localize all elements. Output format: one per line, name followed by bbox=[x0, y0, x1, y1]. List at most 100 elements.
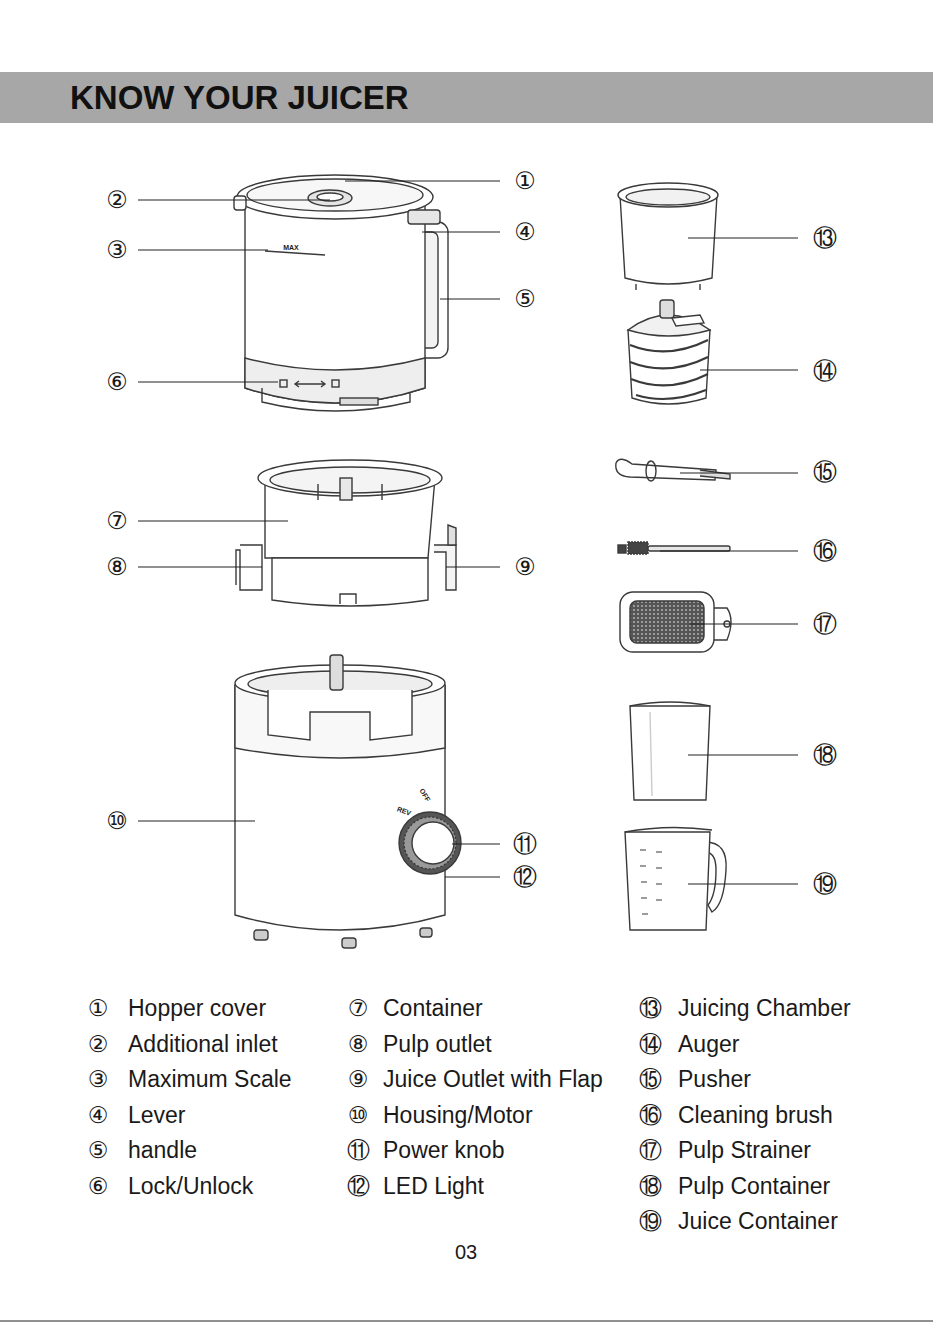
leader-line bbox=[690, 623, 798, 624]
container-assembly bbox=[236, 460, 456, 606]
page-number: 03 bbox=[455, 1242, 477, 1262]
leader-line bbox=[680, 472, 798, 473]
cover-inner bbox=[247, 179, 423, 211]
callout-number: ⑤ bbox=[514, 287, 536, 311]
container-center-post bbox=[340, 478, 352, 500]
pulp-container-edge bbox=[650, 712, 652, 796]
brush-bristles bbox=[628, 542, 648, 554]
part-name: Juicing Chamber bbox=[678, 997, 851, 1020]
callout-number: ④ bbox=[514, 220, 536, 244]
leader-line bbox=[138, 820, 255, 821]
legend-number: ⑫ bbox=[347, 1174, 370, 1197]
callout-number: ⑦ bbox=[106, 509, 128, 533]
knob-grip bbox=[404, 817, 456, 869]
chamber-inner bbox=[626, 189, 710, 205]
legend-number: ⑥ bbox=[88, 1174, 109, 1197]
part-name: LED Light bbox=[383, 1174, 484, 1197]
chamber-tabs bbox=[636, 284, 700, 290]
callout-number: ⑮ bbox=[813, 460, 837, 484]
juice-container bbox=[625, 827, 726, 930]
leader-line bbox=[445, 876, 500, 877]
part-name: Maximum Scale bbox=[128, 1068, 292, 1091]
foot bbox=[254, 930, 268, 940]
leader-line bbox=[688, 883, 798, 884]
legend-number: ⑮ bbox=[639, 1068, 662, 1091]
leader-line bbox=[440, 298, 500, 299]
leader-line bbox=[422, 231, 500, 232]
legend-number: ⑬ bbox=[639, 997, 662, 1020]
legend-number: ⑯ bbox=[639, 1103, 662, 1126]
part-name: Juice Container bbox=[678, 1210, 838, 1233]
cover-clip bbox=[234, 196, 246, 210]
brush-bristles bbox=[618, 545, 626, 553]
drive-shaft bbox=[330, 655, 343, 690]
pulp-container-body bbox=[630, 706, 710, 800]
legend-number: ⑤ bbox=[88, 1139, 109, 1162]
legend-number: ⑨ bbox=[348, 1068, 369, 1091]
part-name: Pulp Strainer bbox=[678, 1139, 811, 1162]
legend-number: ⑦ bbox=[348, 997, 369, 1020]
leader-line bbox=[688, 754, 798, 755]
brush-handle bbox=[648, 546, 730, 551]
part-name: Lever bbox=[128, 1103, 186, 1126]
motor-base bbox=[235, 655, 461, 948]
leader-line bbox=[688, 237, 798, 238]
parts bbox=[234, 175, 731, 948]
container-ribs bbox=[318, 484, 382, 500]
part-name: Lock/Unlock bbox=[128, 1174, 253, 1197]
hopper-assembly bbox=[234, 175, 448, 411]
foot bbox=[420, 928, 432, 937]
callout-number: ⑪ bbox=[513, 832, 537, 856]
part-name: Pulp Container bbox=[678, 1174, 830, 1197]
housing-body bbox=[235, 685, 445, 930]
legend-number: ④ bbox=[88, 1103, 109, 1126]
hopper-bottom-band bbox=[245, 358, 425, 403]
auger bbox=[628, 300, 710, 404]
part-name: Pulp outlet bbox=[383, 1032, 492, 1055]
callout-number: ⑲ bbox=[813, 872, 837, 896]
unlock-icon bbox=[280, 380, 287, 387]
part-name: Power knob bbox=[383, 1139, 504, 1162]
part-name: Additional inlet bbox=[128, 1032, 278, 1055]
juice-container-rim bbox=[625, 827, 712, 832]
legend-number: ⑧ bbox=[348, 1032, 369, 1055]
leader-line bbox=[446, 566, 500, 567]
callout-number: ⑯ bbox=[813, 539, 837, 563]
callout-number: ⑥ bbox=[106, 370, 128, 394]
hopper-body bbox=[245, 200, 425, 403]
legend-number: ⑭ bbox=[639, 1032, 662, 1055]
lock-icon bbox=[332, 380, 339, 387]
leader-line bbox=[452, 843, 500, 844]
legend-number: ⑪ bbox=[347, 1139, 370, 1162]
scale-marks bbox=[640, 850, 662, 914]
pusher-tip bbox=[700, 470, 730, 479]
leader-line bbox=[345, 180, 500, 181]
legend-number: ① bbox=[88, 997, 109, 1020]
part-name: Pusher bbox=[678, 1068, 751, 1091]
juicing-chamber bbox=[618, 183, 718, 290]
callout-number: ③ bbox=[106, 238, 128, 262]
leader-lines bbox=[138, 181, 798, 884]
leader-line bbox=[138, 566, 262, 567]
pusher bbox=[616, 459, 730, 481]
part-name: Housing/Motor bbox=[383, 1103, 533, 1126]
container-notch bbox=[340, 594, 356, 604]
power-knob bbox=[412, 822, 454, 864]
callout-number: ⑫ bbox=[513, 865, 537, 889]
callout-number: ② bbox=[106, 188, 128, 212]
legend-number: ⑱ bbox=[639, 1174, 662, 1197]
legend-number: ⑲ bbox=[639, 1210, 662, 1233]
juice-container-body bbox=[625, 832, 710, 930]
auger-body bbox=[628, 330, 710, 404]
hopper-base-ring bbox=[262, 388, 410, 411]
chamber-body bbox=[620, 195, 717, 284]
auger-spiral bbox=[630, 340, 708, 399]
housing-cutout bbox=[268, 690, 412, 740]
page-rule bbox=[0, 1321, 933, 1322]
part-name: Container bbox=[383, 997, 483, 1020]
part-name: Cleaning brush bbox=[678, 1103, 833, 1126]
led-ring bbox=[399, 812, 461, 874]
legend-number: ⑰ bbox=[639, 1139, 662, 1162]
callout-number: ⑧ bbox=[106, 555, 128, 579]
